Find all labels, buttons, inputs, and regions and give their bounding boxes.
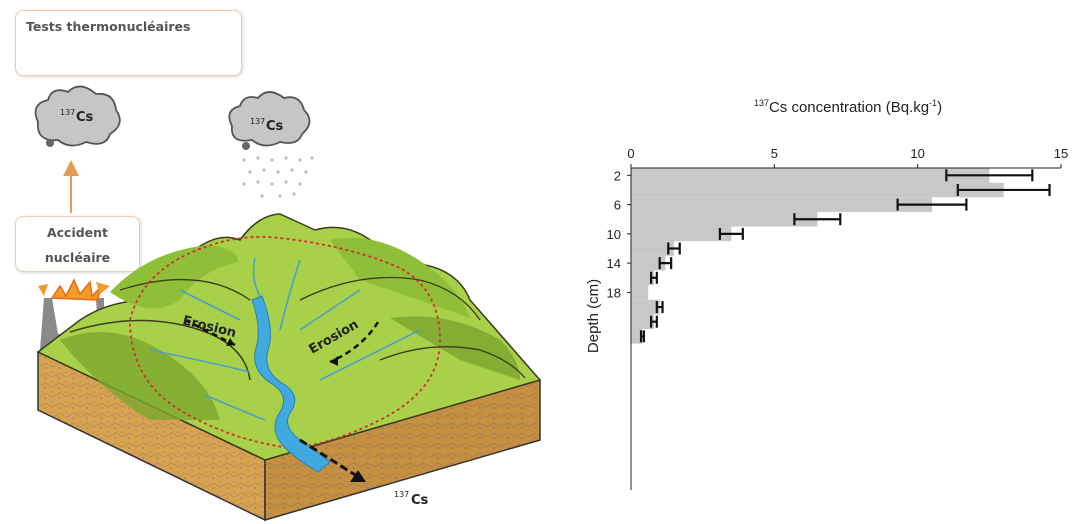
x-tick-label: 0: [627, 146, 634, 161]
cloud-left-isotope-symbol: Cs: [76, 110, 94, 125]
x-tick-label: 5: [771, 146, 778, 161]
radioactive-rain: [242, 156, 314, 198]
depth-bar: [631, 255, 666, 271]
depth-bar: [631, 182, 1004, 198]
chart-y-axis-label: Depth (cm): [585, 279, 602, 353]
thermonuclear-tests-label: Tests thermonucléaires: [26, 19, 191, 34]
depth-bar: [631, 299, 660, 315]
y-tick-label: 10: [607, 227, 621, 242]
depth-bar: [631, 314, 654, 329]
thermonuclear-tests-box: Tests thermonucléaires: [15, 10, 242, 76]
error-bar: [667, 242, 681, 255]
y-tick-label: 2: [614, 168, 621, 183]
y-tick-label: 6: [614, 198, 621, 213]
error-bar: [896, 198, 968, 211]
error-bar: [945, 169, 1034, 182]
depth-bar: [631, 226, 732, 242]
error-bar: [639, 330, 646, 343]
error-bar: [649, 271, 658, 284]
nuclear-accident-label-line2: nucléaire: [44, 250, 111, 265]
chart-title-mass: 137: [754, 98, 769, 108]
depth-bar: [631, 168, 990, 183]
nuclear-accident-box: Accident nucléaire: [15, 216, 140, 272]
depth-bar: [631, 270, 654, 286]
cloud-left-isotope-mass: 137: [60, 108, 75, 117]
error-bar: [658, 257, 673, 270]
outflow-isotope-symbol: Cs: [411, 493, 429, 508]
x-tick-label: 15: [1054, 146, 1068, 161]
y-tick-label: 14: [607, 256, 621, 271]
cesium-cloud-right: 137 Cs: [228, 91, 314, 198]
depth-bar: [631, 241, 674, 256]
watershed-block: Erosion Erosion: [36, 213, 542, 522]
y-tick-label: 18: [607, 285, 621, 300]
error-bar: [718, 227, 744, 240]
chart-title-main: Cs concentration (Bq.kg: [769, 99, 929, 116]
outflow-isotope-mass: 137: [394, 490, 409, 499]
chart-title-end: ): [937, 99, 942, 116]
error-bar: [793, 213, 842, 226]
depth-bar: [631, 285, 649, 300]
chart-title: 137Cs concentration (Bq.kg-1): [754, 98, 942, 116]
error-bar: [649, 315, 658, 328]
cesium-cloud-left: 137 Cs: [34, 85, 121, 147]
error-bar: [655, 301, 664, 314]
nuclear-accident-label-line1: Accident: [46, 225, 109, 240]
x-tick-label: 10: [910, 146, 924, 161]
cloud-right-isotope-symbol: Cs: [266, 119, 284, 134]
error-bar: [956, 183, 1051, 196]
depth-bar: [631, 197, 932, 212]
cloud-right-isotope-mass: 137: [250, 117, 265, 126]
chart-title-exp: -1: [929, 98, 937, 108]
depth-bar: [631, 211, 818, 227]
depth-bar: [631, 329, 643, 344]
cs137-depth-profile-chart: 137Cs concentration (Bq.kg-1) Depth (cm)…: [585, 98, 1068, 490]
